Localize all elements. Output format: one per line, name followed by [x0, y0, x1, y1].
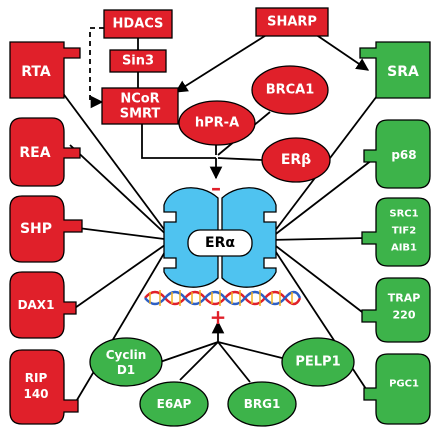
svg-text:140: 140 — [23, 387, 48, 401]
node-hpra: hPR-A — [178, 100, 256, 146]
node-pgc1: PGC1 — [363, 353, 431, 425]
node-pelp1: PELP1 — [281, 337, 355, 387]
svg-text:RTA: RTA — [21, 64, 51, 80]
node-brg1: BRG1 — [227, 381, 297, 427]
svg-text:D1: D1 — [117, 363, 135, 377]
dna-strand-b — [144, 290, 302, 306]
receptor-label: ERα — [205, 235, 235, 251]
svg-text:HDACS: HDACS — [113, 17, 164, 32]
svg-text:Cyclin: Cyclin — [106, 348, 147, 362]
svg-text:PELP1: PELP1 — [295, 355, 340, 370]
svg-text:REA: REA — [19, 145, 50, 161]
node-sra: SRA — [359, 41, 431, 99]
svg-text:NCoR: NCoR — [120, 92, 159, 107]
connector-dax1-era — [71, 239, 173, 311]
svg-text:E6AP: E6AP — [157, 397, 192, 411]
connector-sharp-ncor — [174, 33, 269, 93]
connector-trap220-era — [267, 239, 367, 316]
node-src1-tif2-aib1: SRC1 TIF2 AIB1 — [361, 197, 431, 267]
connector-shp-era — [77, 227, 173, 241]
connector-hdacs-ncor — [89, 27, 104, 109]
node-trap220: TRAP 220 — [361, 277, 431, 343]
connector-cyclin-activate — [159, 341, 219, 363]
connector-e6ap-activate — [179, 341, 219, 381]
node-sharp: SHARP — [255, 7, 329, 37]
connector-ncor-repress — [141, 124, 216, 159]
connector-sharp-sra — [314, 33, 370, 71]
svg-text:SRA: SRA — [387, 64, 419, 80]
node-shp: SHP — [9, 195, 83, 263]
svg-text:SRC1: SRC1 — [389, 209, 418, 220]
svg-text:DAX1: DAX1 — [18, 298, 55, 312]
connectors — [61, 27, 381, 406]
svg-text:PGC1: PGC1 — [389, 379, 419, 390]
node-rea: REA — [9, 117, 81, 187]
svg-text:Sin3: Sin3 — [122, 54, 154, 69]
connector-rta-era — [61, 91, 173, 241]
node-ncor-smrt: NCoR SMRT — [101, 87, 179, 125]
connector-p68-era — [267, 159, 373, 241]
dna-rungs — [149, 290, 293, 306]
connector-erbeta-repress — [217, 157, 263, 161]
node-brca1: BRCA1 — [251, 65, 329, 115]
node-hdacs: HDACS — [103, 9, 173, 39]
node-p68: p68 — [363, 119, 431, 189]
svg-text:SHARP: SHARP — [267, 15, 317, 30]
node-rta: RTA — [9, 41, 81, 99]
svg-text:p68: p68 — [391, 148, 416, 162]
svg-text:TRAP: TRAP — [388, 292, 421, 305]
er-alpha-receptor: ERα — [163, 187, 277, 288]
svg-text:TIF2: TIF2 — [392, 226, 416, 237]
svg-text:ERβ: ERβ — [281, 152, 311, 168]
node-e6ap: E6AP — [139, 381, 209, 427]
activation-sign: + — [210, 305, 227, 329]
dna-helix — [144, 290, 302, 306]
node-cyclin-d1: Cyclin D1 — [89, 337, 163, 387]
svg-text:220: 220 — [393, 309, 416, 322]
svg-text:SHP: SHP — [20, 221, 52, 237]
repression-sign: – — [211, 176, 221, 200]
svg-text:AIB1: AIB1 — [391, 243, 417, 254]
node-sin3: Sin3 — [109, 49, 167, 73]
node-rip140: RIP 140 — [9, 349, 79, 425]
svg-text:BRG1: BRG1 — [244, 397, 281, 411]
svg-text:RIP: RIP — [25, 371, 48, 385]
connector-src1-era — [267, 237, 367, 241]
node-erbeta: ERβ — [261, 137, 331, 183]
connector-pelp1-activate — [217, 341, 283, 359]
svg-text:hPR-A: hPR-A — [195, 116, 239, 131]
connector-brg1-activate — [217, 341, 251, 383]
connector-rip140-era — [73, 239, 173, 406]
receptor-label-box — [187, 229, 253, 257]
svg-text:BRCA1: BRCA1 — [266, 83, 315, 98]
svg-text:SMRT: SMRT — [120, 107, 161, 122]
node-dax1: DAX1 — [9, 271, 77, 339]
connector-rea-era — [69, 144, 173, 241]
